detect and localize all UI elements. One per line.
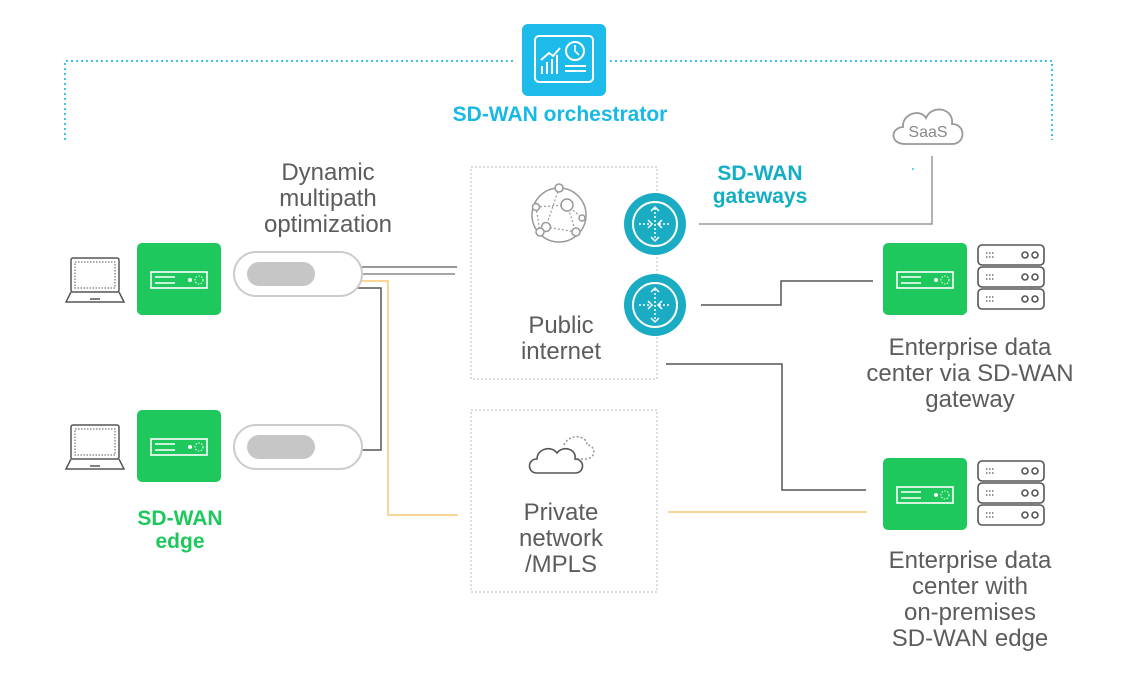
label-line: center with (911, 572, 1029, 600)
public-internet-label: Public internet (491, 313, 631, 365)
label-line: optimization (263, 210, 393, 238)
dashboard-icon (522, 24, 606, 96)
label-line: gateway (925, 385, 1015, 413)
label-line: SD-WAN edge (891, 624, 1049, 652)
sd-wan-edge-device-icon (883, 458, 967, 530)
label-line: /MPLS (524, 550, 598, 578)
tunnel-pill-icon (233, 424, 363, 470)
label-line: Enterprise data (888, 547, 1052, 574)
private-network-label: Private network /MPLS (491, 500, 631, 578)
dynamic-multipath-label: Dynamic multipath optimization (228, 160, 428, 238)
saas-cloud-icon (892, 108, 964, 145)
gateways-label: SD-WAN gateways (680, 162, 840, 208)
label-line: SD-WAN (137, 507, 223, 530)
saas-label: SaaS (908, 124, 947, 141)
label-line: center via SD-WAN (866, 359, 1074, 387)
laptop-icon (64, 257, 126, 303)
globe-network-icon (531, 183, 587, 243)
orchestrator-label: SD-WAN orchestrator (452, 103, 668, 126)
dc-onprem-label: Enterprise data center with on-premises … (855, 548, 1085, 652)
server-rack-icon (977, 460, 1045, 526)
label-line: Public (528, 312, 594, 339)
tunnel-pill-icon (233, 251, 363, 297)
sd-wan-edge-device-icon (883, 243, 967, 315)
edge-label: SD-WAN edge (100, 507, 260, 553)
sd-wan-edge-device-icon (137, 243, 221, 315)
saas-dot (912, 168, 914, 170)
sd-wan-edge-device-icon (137, 410, 221, 482)
label-line: edge (155, 529, 205, 553)
label-line: gateways (712, 184, 808, 208)
label-line: internet (520, 337, 602, 365)
label-line: Enterprise data (888, 334, 1052, 361)
server-rack-icon (977, 244, 1045, 310)
orchestrator-bracket (64, 60, 1053, 140)
label-line: Dynamic (281, 159, 375, 186)
dc-gateway-label: Enterprise data center via SD-WAN gatewa… (855, 335, 1085, 413)
laptop-icon (64, 424, 126, 470)
gateway-router-icon (624, 274, 686, 336)
label-line: multipath (279, 184, 377, 212)
label-line: network (518, 524, 604, 552)
label-line: on-premises (903, 598, 1037, 626)
label-line: Private (523, 499, 599, 526)
label-line: SD-WAN (717, 162, 803, 185)
public-internet-zone (470, 166, 658, 380)
cloud-icon (528, 435, 595, 474)
gateway-router-icon (624, 193, 686, 255)
private-network-zone (470, 409, 658, 593)
